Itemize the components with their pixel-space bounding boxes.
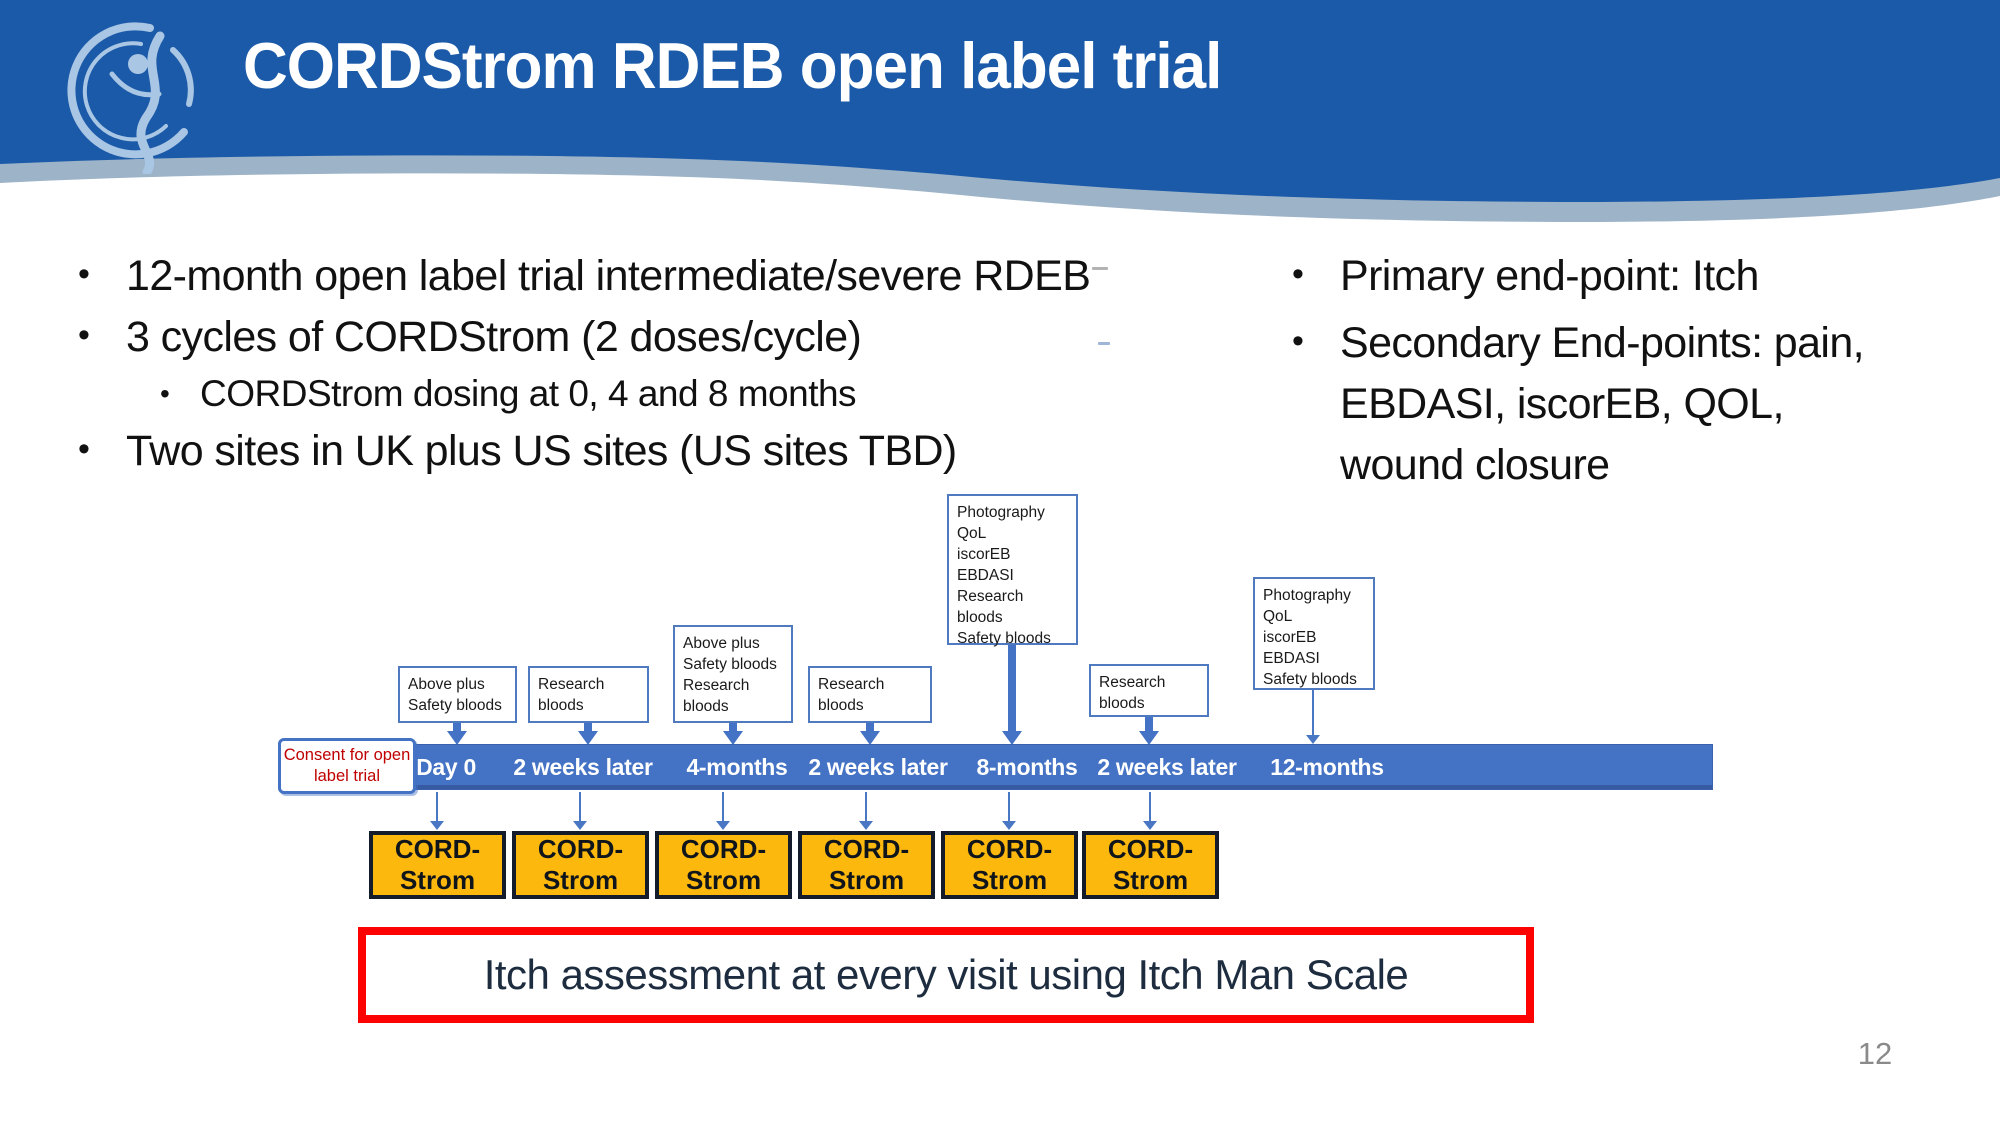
itch-assessment-text: Itch assessment at every visit using Itc… — [483, 951, 1409, 998]
bullet-trial-duration: • 12-month open label trial intermediate… — [78, 246, 1268, 307]
bullet-cycles: • 3 cycles of CORDStrom (2 doses/cycle) — [78, 307, 1268, 368]
arrow-down-4months — [723, 723, 743, 745]
bullet-text: Primary end-point: Itch — [1340, 252, 1759, 300]
timeline-bar — [405, 744, 1713, 790]
bullet-marker: • — [78, 316, 90, 355]
arrow-to-cord-4 — [859, 792, 873, 830]
arrow-to-cord-5 — [1002, 792, 1016, 830]
arrow-down-2weeks-2 — [860, 723, 880, 745]
timeline-label-4months: 4-months — [686, 753, 788, 780]
arrow-to-cord-1 — [430, 792, 444, 830]
itch-assessment-banner: Itch assessment at every visit using Itc… — [358, 927, 1534, 1023]
callout-2weeks-2: Research bloods — [808, 666, 932, 723]
right-bullet-list: • Primary end-point: Itch • Secondary En… — [1292, 246, 1867, 502]
bullet-primary-endpoint: • Primary end-point: Itch — [1292, 246, 1867, 307]
cord-strom-box-1: CORD- Strom — [369, 831, 506, 899]
bullet-marker: • — [1292, 255, 1304, 293]
callout-8months: Photography QoL iscorEB EBDASI Research … — [947, 494, 1078, 647]
bullet-text: CORDStrom dosing at 0, 4 and 8 months — [200, 373, 857, 415]
timeline-label-2weeks-2: 2 weeks later — [808, 753, 948, 780]
bullet-marker: • — [160, 378, 170, 410]
arrow-down-day0 — [447, 723, 467, 745]
callout-day0: Above plus Safety bloods — [398, 666, 517, 723]
arrow-to-cord-6 — [1143, 792, 1157, 830]
cord-strom-box-3: CORD- Strom — [655, 831, 792, 899]
arrow-down-2weeks-1 — [578, 723, 598, 745]
arrow-down-12months — [1306, 690, 1320, 744]
stray-mark — [1092, 267, 1108, 270]
cord-strom-box-4: CORD- Strom — [798, 831, 935, 899]
arrow-down-2weeks-3 — [1139, 717, 1159, 745]
cord-strom-box-2: CORD- Strom — [512, 831, 649, 899]
stray-mark — [1098, 342, 1110, 345]
bullet-marker: • — [78, 255, 90, 293]
timeline-label-day0: Day 0 — [416, 753, 476, 780]
bullet-text: 3 cycles of CORDStrom (2 doses/cycle) — [126, 313, 862, 362]
sub-bullet-dosing: • CORDStrom dosing at 0, 4 and 8 months — [160, 368, 1268, 421]
header-banner-wave — [0, 0, 2000, 222]
timeline-label-2weeks-3: 2 weeks later — [1097, 753, 1237, 780]
timeline-label-12months: 12-months — [1270, 753, 1384, 780]
arrow-down-8months — [1002, 645, 1022, 745]
consent-box: Consent for open label trial — [278, 738, 416, 794]
callout-12months: Photography QoL iscorEB EBDASI Safety bl… — [1253, 577, 1375, 690]
cord-strom-box-5: CORD- Strom — [941, 831, 1078, 899]
callout-2weeks-3: Research bloods — [1089, 664, 1209, 717]
timeline-label-8months: 8-months — [976, 753, 1078, 780]
bullet-text: 12-month open label trial intermediate/s… — [126, 252, 1091, 300]
bullet-text: Two sites in UK plus US sites (US sites … — [126, 426, 957, 475]
left-bullet-list: • 12-month open label trial intermediate… — [78, 246, 1268, 482]
cord-strom-box-6: CORD- Strom — [1082, 831, 1219, 899]
logo-head-dot — [128, 54, 148, 74]
person-in-circle-logo-icon — [67, 22, 194, 174]
header-blue-shape — [0, 0, 2000, 202]
callout-2weeks-1: Research bloods — [528, 666, 649, 723]
bullet-sites: • Two sites in UK plus US sites (US site… — [78, 421, 1268, 482]
bullet-text: Secondary End-points: pain, EBDASI, isco… — [1340, 319, 1865, 490]
arrow-to-cord-3 — [716, 792, 730, 830]
arrow-to-cord-2 — [573, 792, 587, 830]
callout-4months: Above plus Safety bloods Research bloods — [673, 625, 793, 723]
timeline-label-2weeks-1: 2 weeks later — [513, 753, 653, 780]
bullet-marker: • — [1292, 322, 1304, 361]
bullet-marker: • — [78, 429, 90, 468]
bullet-secondary-endpoints: • Secondary End-points: pain, EBDASI, is… — [1292, 313, 1867, 496]
page-title: CORDStrom RDEB open label trial — [243, 31, 1222, 103]
page-number: 12 — [1857, 1036, 1893, 1071]
